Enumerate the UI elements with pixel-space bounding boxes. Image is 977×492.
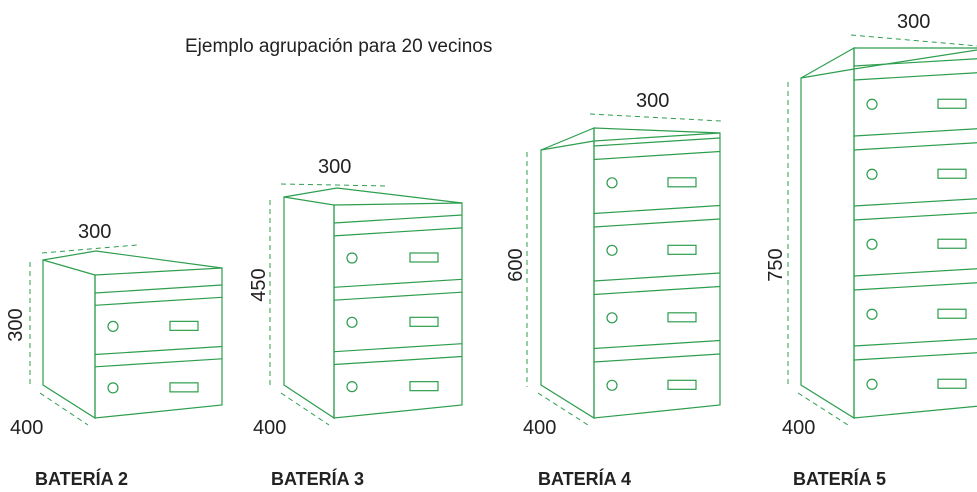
front-panel: [853, 47, 977, 419]
side-panel: [283, 196, 335, 420]
lock-icon: [346, 316, 358, 328]
depth-dimension-line: [39, 392, 89, 426]
module-divider: [853, 198, 977, 207]
module-divider: [94, 284, 223, 294]
width-label: 300: [78, 221, 111, 243]
nameplate-slot: [937, 168, 967, 179]
top-panel-edge: [540, 132, 721, 151]
nameplate-slot: [409, 252, 439, 263]
module-divider: [593, 339, 721, 350]
module-divider: [333, 214, 463, 224]
depth-dimension-line: [797, 392, 849, 426]
door-top-edge: [94, 358, 223, 368]
lock-icon: [606, 177, 618, 189]
nameplate-slot: [169, 382, 199, 393]
door-top-edge: [853, 282, 977, 291]
module-divider: [94, 345, 223, 356]
door-top-edge: [593, 285, 721, 296]
door-top-edge: [853, 72, 977, 81]
module-divider: [853, 128, 977, 137]
nameplate-slot: [667, 177, 697, 188]
lock-icon: [606, 312, 618, 324]
nameplate-slot: [409, 316, 439, 327]
nameplate-slot: [937, 98, 967, 109]
lock-icon: [346, 381, 358, 393]
height-label: 750: [765, 248, 787, 281]
door-top-edge: [853, 212, 977, 221]
width-label: 300: [636, 90, 669, 112]
width-dimension-line: [589, 113, 722, 122]
depth-label: 400: [10, 417, 43, 439]
depth-dimension-line: [280, 392, 330, 426]
nameplate-slot: [169, 320, 199, 331]
side-panel: [540, 127, 595, 420]
side-panel: [42, 259, 96, 420]
front-panel: [333, 202, 463, 419]
module-divider: [593, 204, 721, 215]
door-top-edge: [333, 227, 463, 237]
lock-icon: [346, 252, 358, 264]
depth-label: 400: [523, 417, 556, 439]
depth-dimension-line: [537, 392, 589, 426]
height-label: 300: [5, 308, 27, 341]
lock-icon: [107, 382, 119, 394]
door-top-edge: [333, 355, 463, 366]
lock-icon: [606, 244, 618, 256]
nameplate-slot: [667, 312, 697, 323]
lock-icon: [866, 168, 878, 180]
module-divider: [853, 268, 977, 277]
lock-icon: [606, 379, 618, 391]
door-top-edge: [593, 150, 721, 161]
lock-icon: [866, 378, 878, 390]
side-panel: [800, 46, 855, 420]
top-panel-edge: [283, 187, 463, 204]
module-divider: [853, 58, 977, 67]
nameplate-slot: [937, 308, 967, 319]
battery-caption: BATERÍA 3: [271, 468, 364, 489]
lock-icon: [866, 308, 878, 320]
diagram-title: Ejemplo agrupación para 20 vecinos: [185, 36, 492, 57]
front-panel: [593, 127, 721, 419]
door-top-edge: [853, 352, 977, 361]
door-top-edge: [333, 291, 463, 301]
width-dimension-line: [850, 34, 977, 47]
width-label: 300: [318, 156, 351, 178]
door-top-edge: [94, 296, 223, 306]
module-divider: [593, 137, 721, 147]
depth-label: 400: [253, 417, 286, 439]
battery-caption: BATERÍA 5: [793, 468, 886, 489]
nameplate-slot: [937, 238, 967, 249]
front-panel: [94, 267, 223, 419]
nameplate-slot: [667, 379, 697, 390]
module-divider: [333, 343, 463, 353]
door-top-edge: [593, 353, 721, 363]
battery-caption: BATERÍA 2: [35, 468, 128, 489]
height-label: 450: [248, 268, 270, 301]
lock-icon: [866, 98, 878, 110]
module-divider: [853, 338, 977, 347]
module-divider: [593, 272, 721, 282]
nameplate-slot: [937, 378, 967, 389]
top-panel-edge: [42, 250, 223, 269]
nameplate-slot: [667, 244, 697, 255]
width-label: 300: [897, 11, 930, 33]
battery-caption: BATERÍA 4: [538, 468, 631, 489]
door-top-edge: [853, 142, 977, 151]
lock-icon: [107, 320, 119, 332]
nameplate-slot: [409, 381, 439, 392]
module-divider: [333, 278, 463, 288]
door-top-edge: [593, 218, 721, 228]
lock-icon: [866, 238, 878, 250]
height-label: 600: [505, 248, 527, 281]
width-dimension-line: [41, 244, 138, 254]
depth-label: 400: [782, 417, 815, 439]
width-dimension-line: [280, 183, 389, 187]
